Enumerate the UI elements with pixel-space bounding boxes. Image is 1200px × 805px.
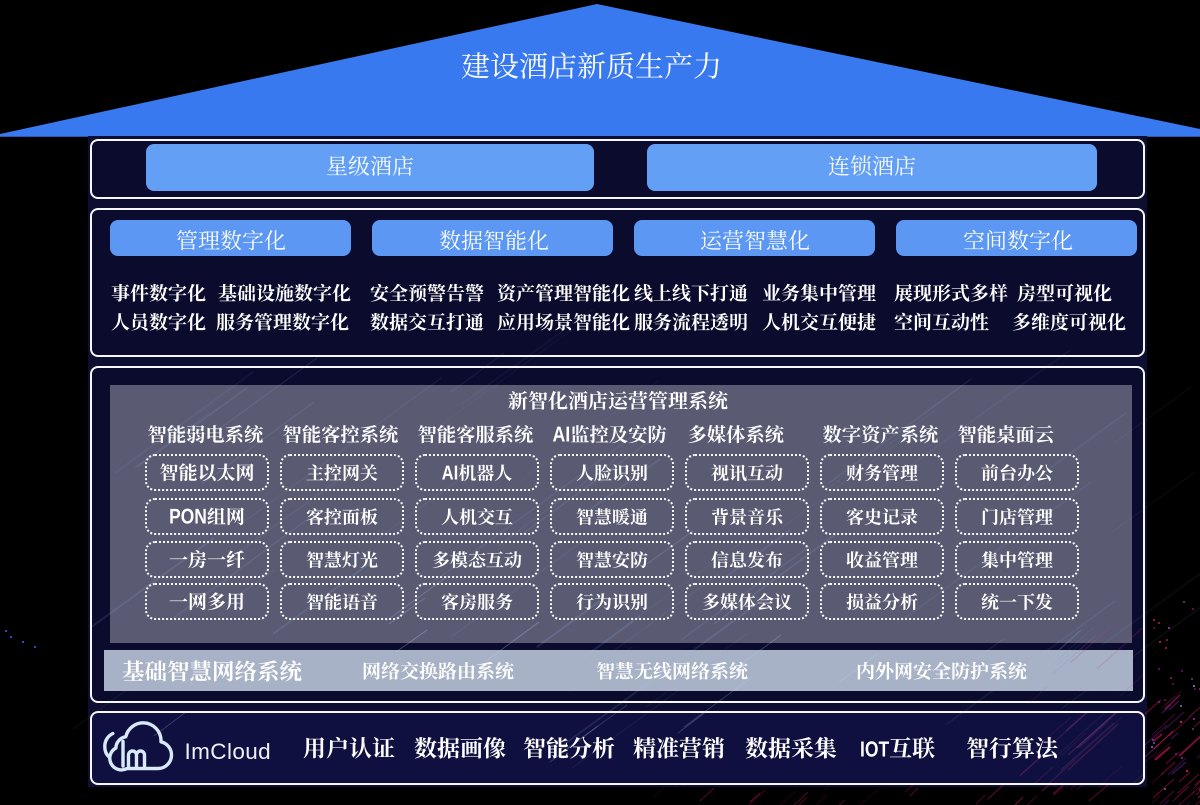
- svg-text:ImCloud: ImCloud: [185, 739, 272, 764]
